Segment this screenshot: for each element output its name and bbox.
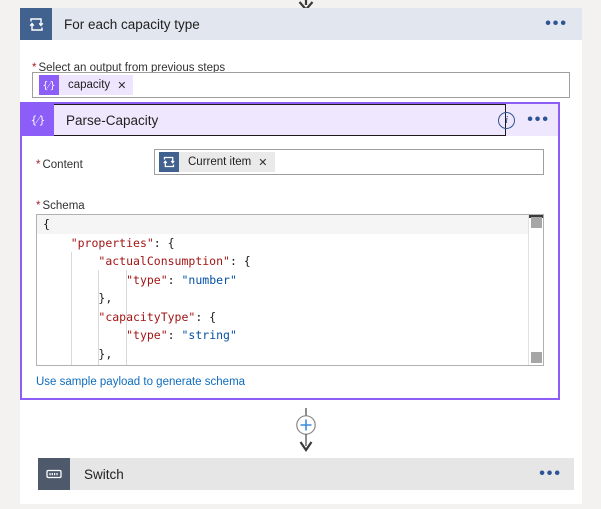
code-line: },: [98, 346, 113, 361]
foreach-overflow-menu-button[interactable]: •••: [545, 15, 568, 32]
token-current-item-remove-icon[interactable]: ✕: [258, 156, 268, 169]
code-line: },: [98, 291, 113, 305]
switch-icon: [38, 458, 70, 490]
parse-json-card-header[interactable]: {⁄} Parse-Capacity i •••: [22, 104, 558, 136]
foreach-card-header[interactable]: For each capacity type •••: [20, 8, 582, 40]
parse-json-card[interactable]: {⁄} Parse-Capacity i ••• *Content: [20, 102, 560, 400]
token-capacity-label: capacity: [68, 79, 111, 91]
scrollbar-down-arrow-icon[interactable]: [531, 352, 542, 363]
code-line: "capacityType": {: [98, 309, 217, 324]
content-label-text: Content: [42, 159, 83, 171]
code-line: "actualConsumption": {: [98, 254, 251, 268]
indent-guide: [70, 252, 72, 365]
parse-overflow-menu-button[interactable]: •••: [527, 111, 550, 128]
expression-icon: {⁄}: [39, 75, 59, 95]
indent-guide: [126, 270, 128, 365]
info-icon[interactable]: i: [498, 111, 516, 129]
svg-text:{⁄}: {⁄}: [31, 115, 45, 127]
parse-json-icon: {⁄}: [22, 104, 54, 136]
token-capacity[interactable]: {⁄} capacity ✕: [39, 75, 134, 95]
switch-overflow-menu-button[interactable]: •••: [539, 465, 562, 482]
scrollbar-top-cap: [529, 215, 543, 218]
indent-guide: [98, 270, 100, 365]
scrollbar-up-arrow-icon[interactable]: [531, 217, 542, 228]
loop-icon: [159, 152, 179, 172]
token-current-item-label: Current item: [188, 156, 252, 168]
code-line: "properties": {: [70, 235, 175, 250]
switch-card[interactable]: Switch •••: [38, 458, 574, 490]
switch-card-title: Switch: [84, 466, 124, 482]
schema-code-lines[interactable]: { "properties": { "actualConsumption": {…: [37, 215, 528, 365]
code-line: "capacityUnit": {: [37, 363, 528, 365]
select-output-input[interactable]: {⁄} capacity ✕: [32, 72, 570, 98]
code-line: {: [37, 215, 528, 234]
select-output-label-text: Select an output from previous steps: [38, 62, 226, 74]
schema-required-marker: *: [36, 200, 41, 212]
schema-editor-scrollbar[interactable]: [528, 215, 543, 365]
svg-text:{⁄}: {⁄}: [42, 81, 55, 92]
content-input[interactable]: Current item ✕: [154, 149, 544, 175]
parse-json-card-title: Parse-Capacity: [66, 112, 159, 128]
required-marker: *: [32, 62, 37, 74]
select-output-label: *Select an output from previous steps: [32, 58, 225, 76]
loop-icon: [20, 8, 52, 40]
token-current-item[interactable]: Current item ✕: [159, 152, 275, 172]
add-action-connector[interactable]: [288, 408, 324, 460]
schema-label: *Schema: [36, 196, 85, 214]
foreach-card-title: For each capacity type: [64, 16, 200, 32]
use-sample-payload-link[interactable]: Use sample payload to generate schema: [36, 376, 246, 388]
code-line: "type": "number": [126, 272, 237, 287]
token-capacity-remove-icon[interactable]: ✕: [117, 79, 127, 92]
schema-label-text: Schema: [42, 200, 85, 212]
content-label: *Content: [36, 155, 83, 173]
schema-code-editor[interactable]: { "properties": { "actualConsumption": {…: [36, 214, 544, 366]
foreach-card-body: *Select an output from previous steps {⁄…: [20, 40, 582, 504]
code-line: "type": "string": [126, 328, 237, 342]
content-required-marker: *: [36, 159, 41, 171]
